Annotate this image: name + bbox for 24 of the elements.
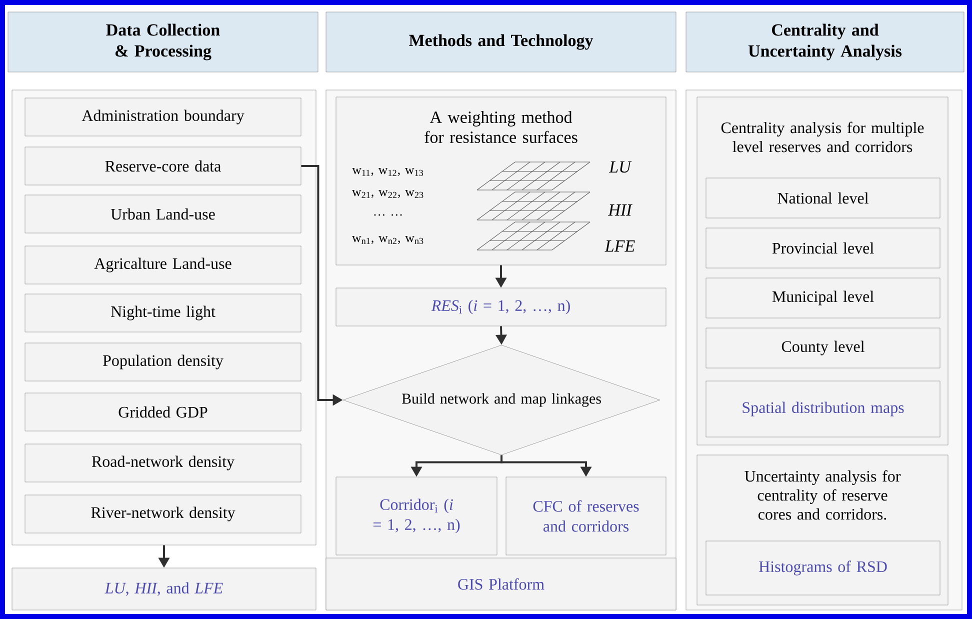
data-box: Provincial level [706, 228, 940, 268]
data-box: CFC of reserves and corridors [506, 476, 666, 556]
data-box: Gridded GDP [24, 392, 302, 432]
data-box: River-network density [24, 494, 302, 534]
data-box: National level [706, 178, 940, 218]
column-header: Centrality and Uncertainty Analysis [686, 12, 964, 72]
data-box: Corridor$_{i}$ (i = 1, 2, …, n) [336, 476, 498, 556]
data-box: County level [706, 328, 940, 368]
platform-band: GIS Platform [326, 558, 676, 610]
data-box: Road-network density [24, 444, 302, 482]
column-header: Methods and Technology [326, 12, 676, 72]
data-box: Reserve-core data [24, 146, 302, 186]
data-box: Histograms of RSD [706, 540, 940, 596]
data-box: RES$_{i}$ (i = 1, 2, …, n) [336, 288, 666, 326]
data-box: Administration boundary [24, 98, 302, 136]
data-box: Agricalture Land-use [24, 246, 302, 284]
section-box: A weighting method for resistance surfaces w$_{11}$, w$_{12}$, w$_{13}$ w$_{21}$, w$_{22}$, w$_{23}$ … … w$_{n1}$, w$_{n2}$, w$_{n3}$ LU HII LFE [336, 96, 666, 266]
data-box: Urban Land-use [24, 194, 302, 234]
data-box: Population density [24, 342, 302, 382]
data-box: Municipal level [706, 278, 940, 318]
column-header: Data Collection & Processing [8, 12, 318, 72]
data-box: LU, HII, and LFE [12, 568, 316, 610]
data-box: Spatial distribution maps [706, 380, 940, 438]
data-box: Night-time light [24, 294, 302, 332]
